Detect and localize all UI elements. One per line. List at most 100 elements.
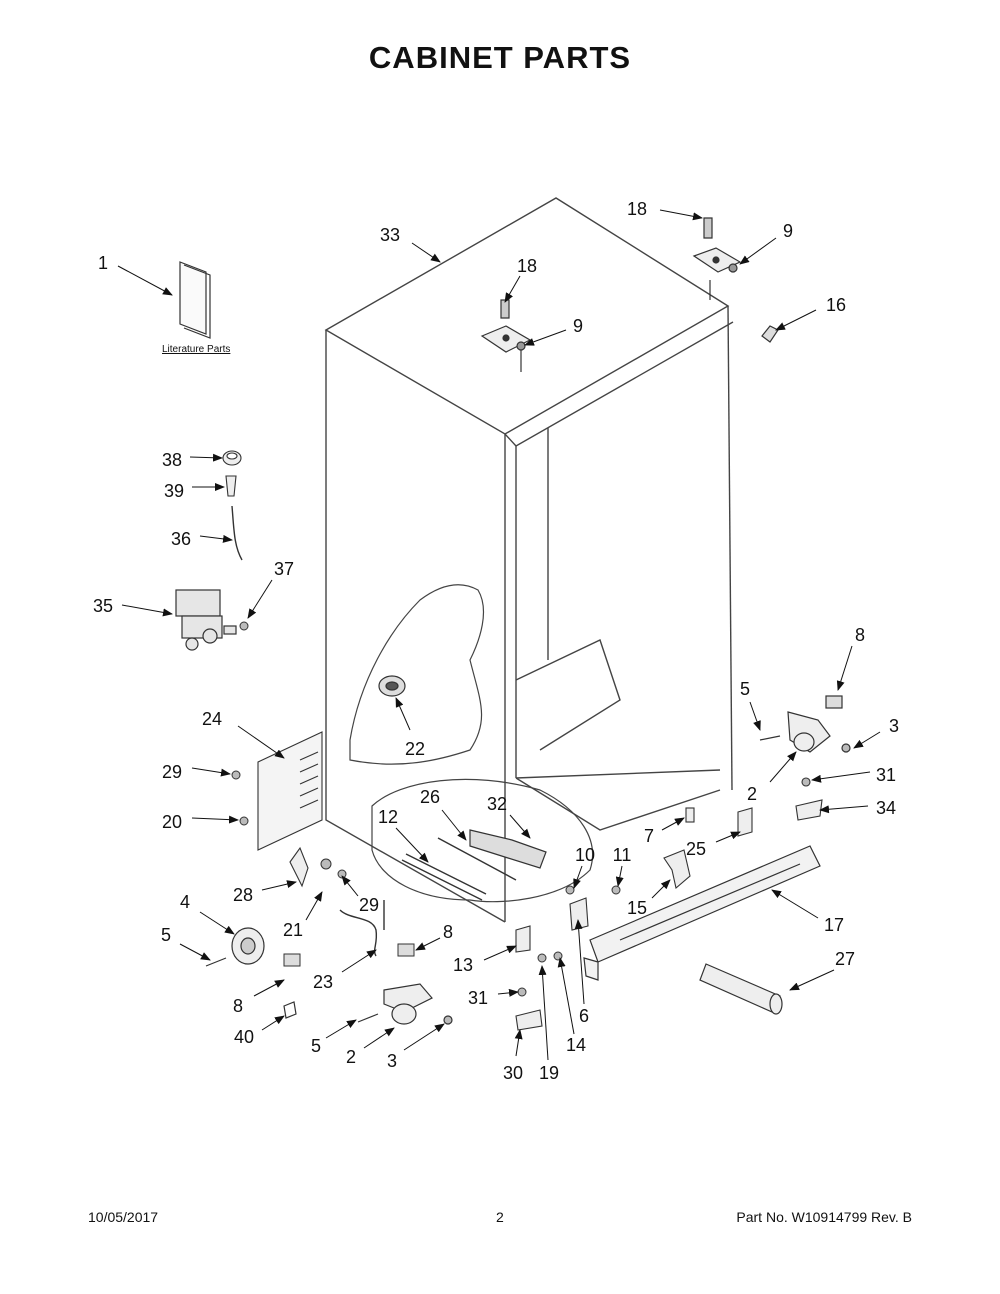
callout-leader-c3b <box>403 1023 445 1051</box>
callout-leader-c29a <box>191 767 231 777</box>
callout-label-c3a: 3 <box>889 716 899 736</box>
grille-screw-upper-icon <box>231 770 241 780</box>
callout-leader-c40 <box>261 1015 285 1031</box>
callout-label-c2a: 2 <box>747 784 757 804</box>
callout-label-c18a: 18 <box>627 199 647 219</box>
roller-wheel-icon <box>231 927 265 965</box>
water-filter-icon <box>699 963 783 1015</box>
callout-label-c2b: 2 <box>346 1047 356 1067</box>
callout-leader-c34 <box>819 805 869 814</box>
callout-label-c9a: 9 <box>783 221 793 241</box>
callout-leader-c3a <box>853 731 881 749</box>
callout-label-c22: 22 <box>405 739 425 759</box>
callout-label-c24: 24 <box>202 709 222 729</box>
valve-screw-icon <box>239 621 249 631</box>
callout-label-c37: 37 <box>274 559 294 579</box>
shield-rod-icon <box>437 837 517 881</box>
callout-label-c29b: 29 <box>359 895 379 915</box>
callout-label-c8a: 8 <box>855 625 865 645</box>
callout-leader-c26 <box>441 809 467 841</box>
left-cutaway-outline <box>349 584 485 765</box>
water-valve-icon <box>175 589 237 651</box>
callout-leader-c1 <box>117 265 173 296</box>
callout-label-c32: 32 <box>487 794 507 814</box>
callout-label-c36: 36 <box>171 529 191 549</box>
footer-date: 10/05/2017 <box>88 1209 159 1225</box>
callout-leader-c29b <box>341 875 359 897</box>
footer-part-number: Part No. W10914799 Rev. B <box>736 1209 912 1225</box>
callout-leader-c13 <box>483 945 517 961</box>
callout-leader-c15 <box>651 879 671 899</box>
callout-label-c29a: 29 <box>162 762 182 782</box>
small-bracket-icon <box>685 807 753 837</box>
callout-label-c1: 1 <box>98 253 108 273</box>
callout-label-c7: 7 <box>644 826 654 846</box>
callout-leader-c8a <box>836 645 853 691</box>
callout-leader-c17 <box>771 889 819 919</box>
callout-label-c39: 39 <box>164 481 184 501</box>
callout-label-c38: 38 <box>162 450 182 470</box>
callout-label-c9b: 9 <box>573 316 583 336</box>
cam-icon <box>515 1009 543 1031</box>
callout-label-c40: 40 <box>234 1027 254 1047</box>
callout-label-c11: 11 <box>613 845 632 865</box>
callout-leader-c7 <box>661 817 685 831</box>
callout-leader-c8b <box>415 937 441 951</box>
callout-leader-c14 <box>557 957 575 1035</box>
callout-label-c8b: 8 <box>443 922 453 942</box>
page-title: CABINET PARTS <box>368 40 632 75</box>
callout-label-c35: 35 <box>93 596 113 616</box>
center-hinge-icon <box>569 897 589 931</box>
grommet-icon <box>378 675 406 697</box>
callout-label-c25: 25 <box>686 839 706 859</box>
callout-label-c26: 26 <box>420 787 440 807</box>
literature-parts-label: Literature Parts <box>162 344 230 355</box>
callout-label-c30: 30 <box>503 1063 523 1083</box>
bottom-cutaway-outline <box>371 778 594 903</box>
callout-label-c13: 13 <box>453 955 473 975</box>
hinge-bracket-icon <box>515 925 531 953</box>
callout-leader-c5b <box>179 943 211 961</box>
callout-leader-c20 <box>191 815 239 824</box>
callout-label-c21: 21 <box>283 920 303 940</box>
callout-leader-c38 <box>189 453 223 462</box>
callout-leader-c23 <box>341 949 377 973</box>
collet-icon <box>225 475 237 497</box>
plug-icon <box>761 325 779 343</box>
literature-booklet-icon <box>179 261 211 339</box>
callout-leader-c28 <box>261 880 297 891</box>
callout-label-c12: 12 <box>378 807 398 827</box>
right-hinge-icon <box>759 695 851 753</box>
callout-label-c33: 33 <box>380 225 400 245</box>
callout-label-c8c: 8 <box>233 996 243 1016</box>
top-hinge-right-icon <box>692 217 742 300</box>
damper-icon <box>469 829 547 869</box>
callout-leader-c2b <box>363 1027 395 1049</box>
callout-leader-c10 <box>573 865 583 889</box>
callout-leader-c19 <box>538 965 549 1061</box>
callout-label-c28: 28 <box>233 885 253 905</box>
callout-leader-c9a <box>739 237 777 265</box>
callout-leader-c31a <box>811 771 871 783</box>
clip-icon <box>283 1001 297 1019</box>
callout-label-c27: 27 <box>835 949 855 969</box>
rear-grille-icon <box>257 731 323 851</box>
callout-label-c17: 17 <box>824 915 844 935</box>
callout-leader-c21 <box>305 891 323 921</box>
callout-label-c18b: 18 <box>517 256 537 276</box>
footer-page-number: 2 <box>496 1209 504 1225</box>
callout-leader-c36 <box>199 534 233 543</box>
callout-leader-c27 <box>789 969 835 991</box>
callout-label-c14: 14 <box>566 1035 586 1055</box>
callout-label-c4: 4 <box>180 892 190 912</box>
callout-leader-c31b <box>497 988 519 997</box>
callout-leader-c24 <box>237 725 285 759</box>
callout-label-c5c: 5 <box>311 1036 321 1056</box>
callout-leader-c11 <box>615 865 624 887</box>
axle-pin-icon <box>205 957 227 967</box>
callout-label-c19: 19 <box>539 1063 559 1083</box>
callout-label-c34: 34 <box>876 798 896 818</box>
tube-rod-icon <box>401 853 487 901</box>
